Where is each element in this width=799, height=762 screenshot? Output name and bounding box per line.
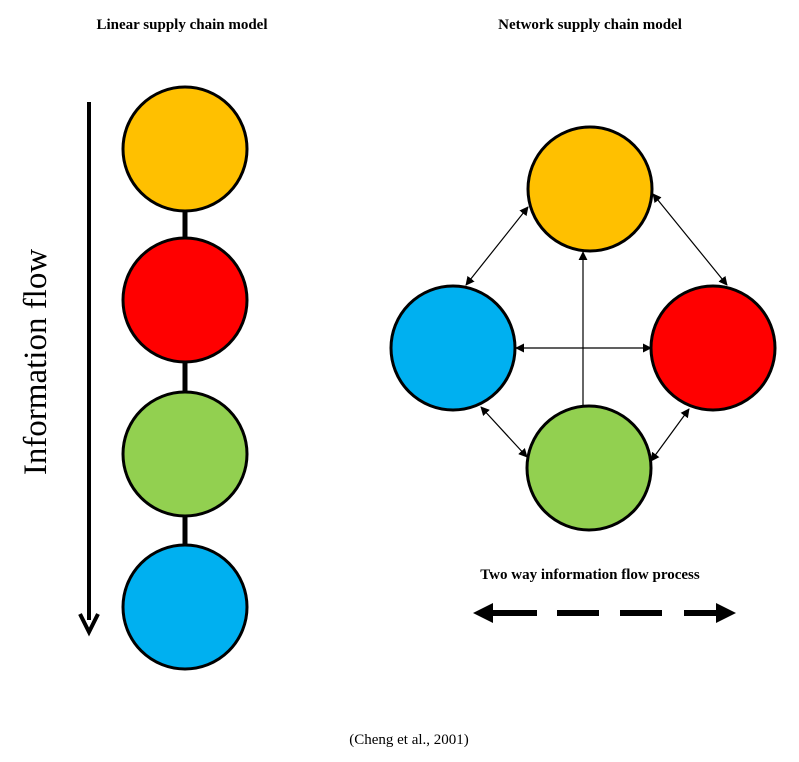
arrow-orange-blue: [465, 206, 529, 286]
citation: (Cheng et al., 2001): [349, 732, 469, 748]
network-node-green: [525, 404, 653, 532]
network-connectors: [465, 193, 728, 462]
two-way-flow-legend-label: Two way information flow process: [480, 567, 700, 583]
linear-node-red: [121, 236, 249, 364]
network-title: Network supply chain model: [498, 17, 682, 33]
linear-node-blue: [121, 543, 249, 671]
arrow-blue-green: [480, 406, 528, 458]
two-way-dashed-arrow: [473, 603, 736, 623]
information-flow-arrow: [78, 102, 100, 637]
network-node-orange: [526, 125, 654, 253]
arrow-red-green: [650, 408, 690, 462]
arrow-orange-red: [652, 193, 728, 286]
network-node-red: [649, 284, 777, 412]
linear-title: Linear supply chain model: [96, 17, 267, 33]
linear-node-orange: [121, 85, 249, 213]
linear-node-green: [121, 390, 249, 518]
network-node-blue: [389, 284, 517, 412]
information-flow-label: Information flow: [18, 249, 54, 476]
